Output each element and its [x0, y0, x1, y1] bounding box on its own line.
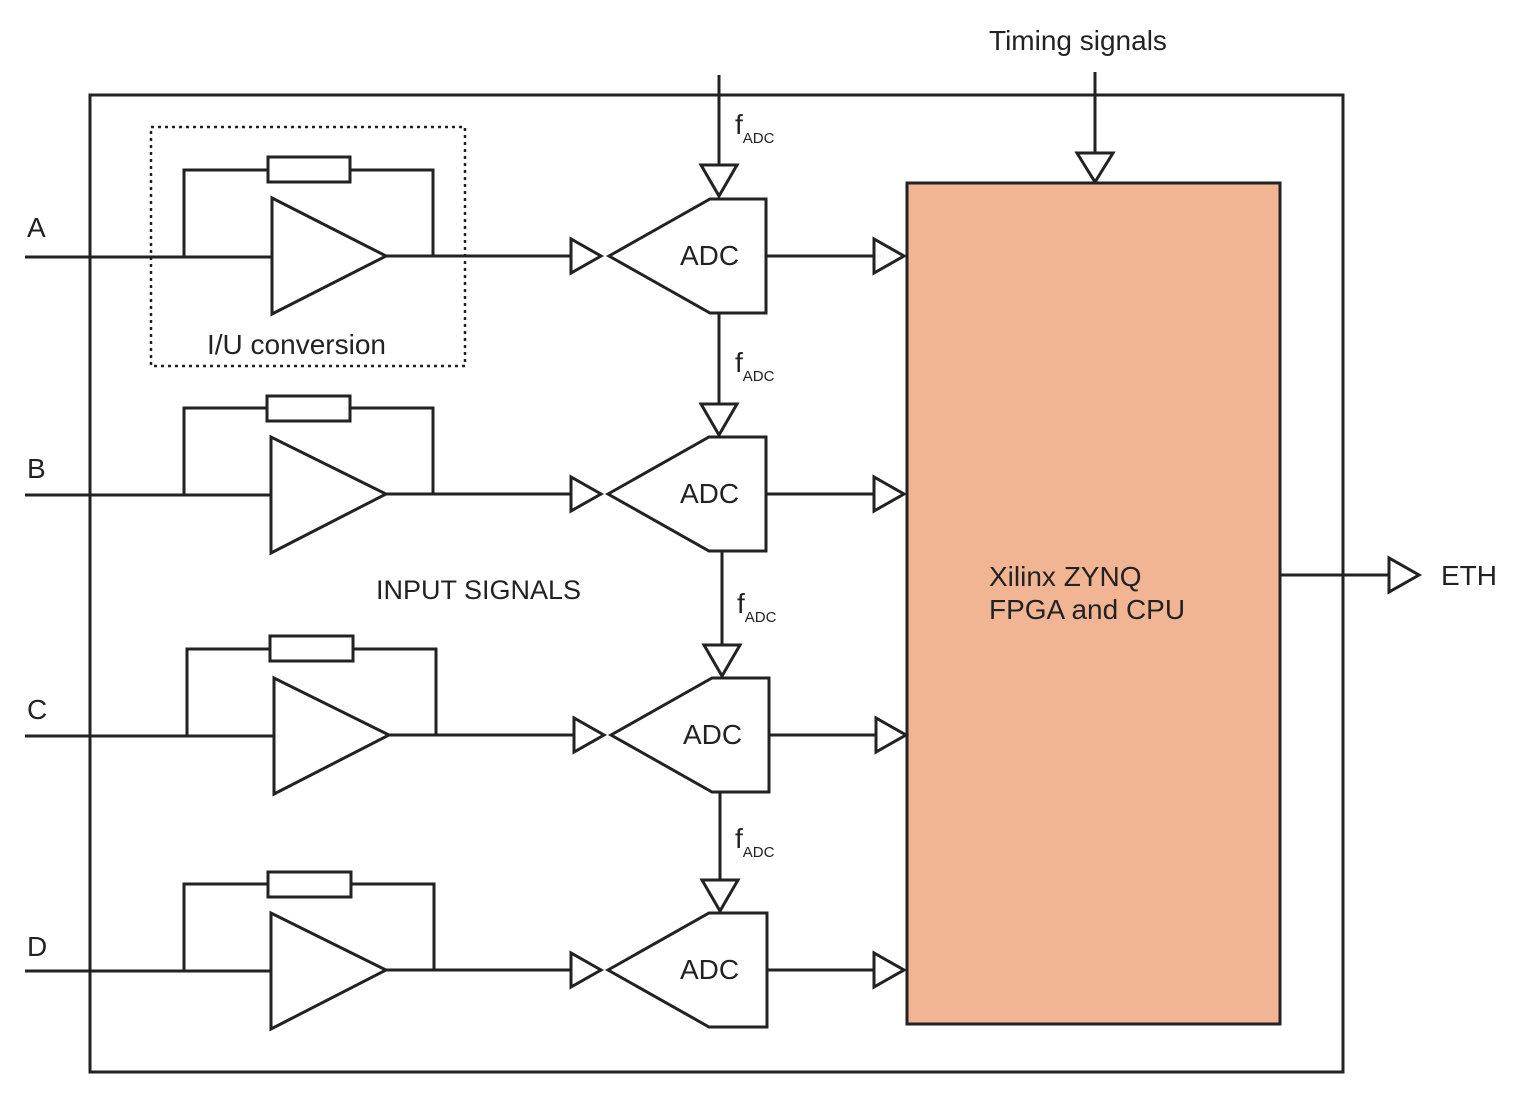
feedback-right-b — [350, 406, 435, 494]
feedback-right-d — [351, 882, 436, 970]
amplifier-d — [269, 910, 390, 1032]
amplifier-b — [269, 434, 390, 556]
fpga-label-line1: Xilinx ZYNQ — [989, 561, 1141, 592]
fpga-in-arrow-icon — [872, 236, 908, 276]
timing-arrow-icon — [1074, 151, 1116, 185]
clock-label-4: fADC — [735, 823, 775, 861]
adc-label-b: ADC — [680, 478, 739, 509]
feedback-left-d — [182, 882, 268, 971]
resistor-d — [266, 870, 353, 899]
input-label-b: B — [27, 453, 46, 484]
iu-conversion-box — [149, 125, 467, 368]
input-label-d: D — [27, 931, 47, 962]
feedback-right-c — [353, 647, 438, 735]
fpga-in-arrow-icon — [872, 950, 908, 990]
input-signals-label: INPUT SIGNALS — [376, 575, 581, 605]
board-outline — [88, 93, 1345, 1074]
iu-conversion-label: I/U conversion — [207, 329, 386, 360]
feedback-left-c — [185, 647, 270, 736]
fpga-block — [905, 181, 1282, 1026]
input-label-a: A — [27, 212, 46, 243]
clock-label-2: fADC — [735, 347, 775, 385]
adc-label-c: ADC — [683, 719, 742, 750]
clock-label-3: fADC — [737, 588, 777, 626]
clock-arrow-icon — [699, 878, 741, 914]
eth-label: ETH — [1441, 560, 1497, 591]
adc-in-arrow-icon — [569, 474, 605, 514]
adc-label-a: ADC — [680, 240, 739, 271]
fpga-in-arrow-icon — [872, 474, 908, 514]
adc-in-arrow-icon — [569, 236, 605, 276]
resistor-a — [266, 155, 352, 184]
clock-label-1: fADC — [735, 109, 775, 147]
timing-signals-label: Timing signals — [989, 25, 1167, 56]
adc-in-arrow-icon — [569, 950, 605, 990]
resistor-b — [265, 394, 352, 423]
feedback-left-a — [182, 168, 268, 257]
amplifier-a — [270, 195, 390, 317]
eth-arrow-icon — [1387, 555, 1423, 595]
fpga-in-arrow-icon — [874, 715, 910, 755]
resistor-c — [268, 634, 355, 663]
feedback-left-b — [182, 406, 267, 495]
adc-in-arrow-icon — [572, 715, 608, 755]
amplifier-c — [272, 675, 393, 797]
channel-b: B ADC — [25, 394, 908, 556]
input-label-c: C — [27, 694, 47, 725]
fpga-label-line2: FPGA and CPU — [989, 594, 1185, 625]
channel-a: A ADC — [25, 155, 908, 317]
clock-arrow-icon — [701, 643, 743, 679]
adc-label-d: ADC — [680, 954, 739, 985]
clock-arrow-icon — [698, 402, 740, 438]
clock-arrow-icon — [698, 163, 740, 199]
channel-c: C ADC — [25, 634, 910, 797]
channel-d: D ADC — [25, 870, 908, 1032]
feedback-right-a — [350, 168, 435, 256]
